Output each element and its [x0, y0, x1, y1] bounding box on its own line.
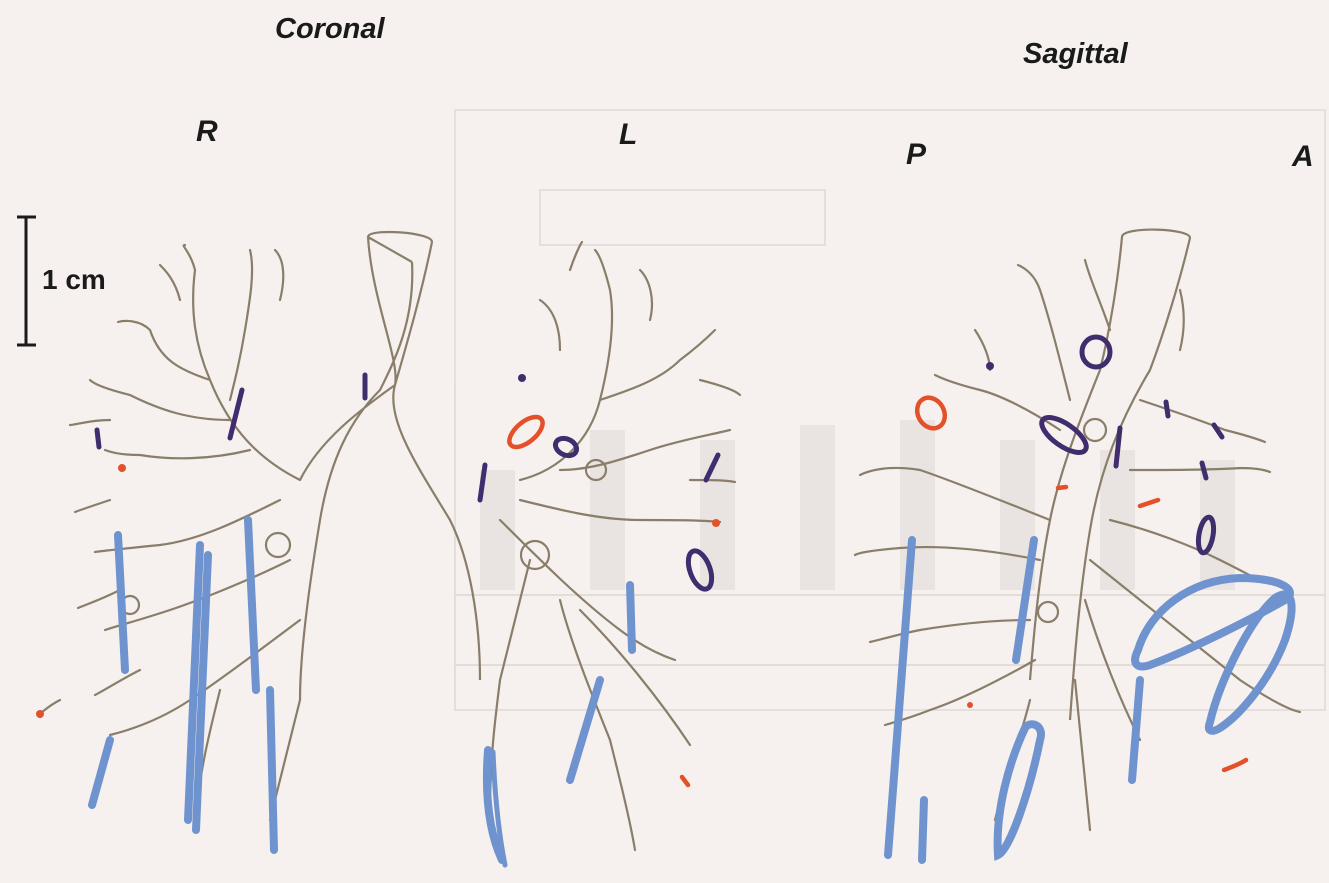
- sagittal-title: Sagittal: [1023, 38, 1129, 70]
- label-left: L: [619, 118, 637, 151]
- scale-bar-label: 1 cm: [42, 264, 106, 295]
- coronal-airway-tree: [42, 232, 480, 820]
- background-bleed-through: [455, 110, 1325, 710]
- coronal-blue-traces: [92, 520, 632, 865]
- label-posterior: P: [906, 138, 927, 171]
- scale-bar: 1 cm: [17, 217, 106, 345]
- label-anterior: A: [1291, 140, 1314, 173]
- coronal-title: Coronal: [275, 13, 386, 45]
- label-right: R: [196, 115, 218, 148]
